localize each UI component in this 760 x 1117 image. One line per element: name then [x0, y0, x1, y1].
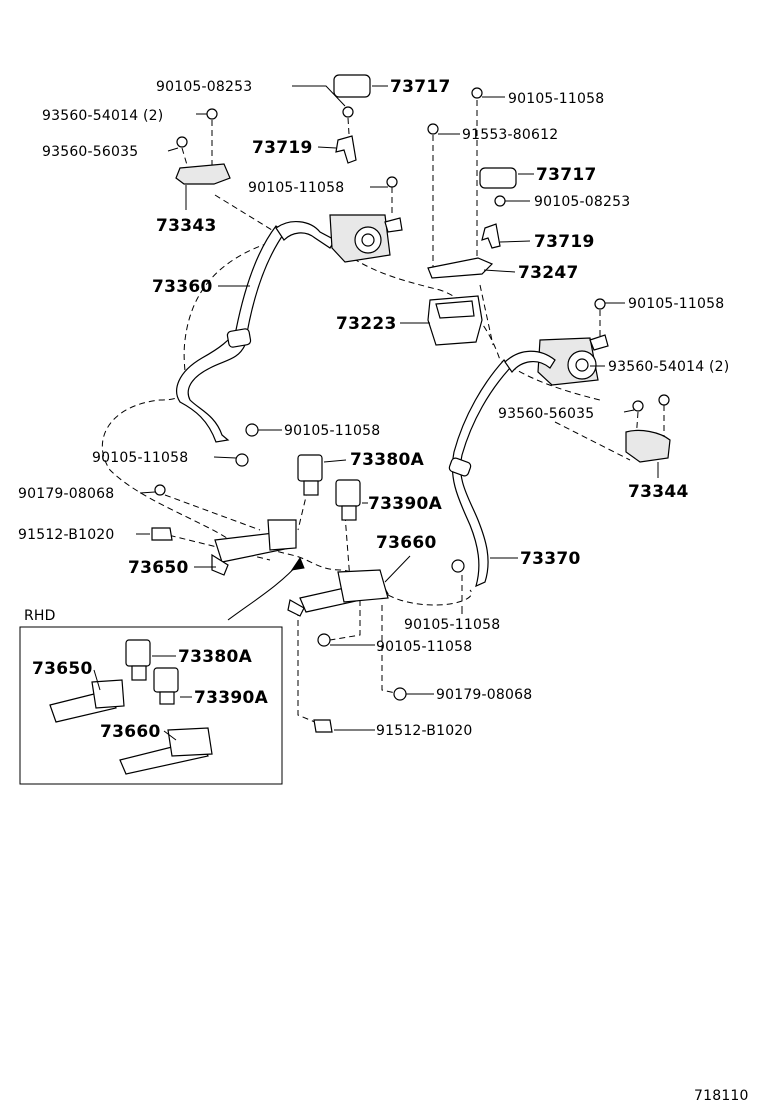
buckle-73390A: [335, 479, 361, 521]
label-73650: 73650: [128, 558, 189, 578]
dashed-lower-left-1: [164, 494, 261, 531]
rhd-anchor-73650: [49, 679, 125, 723]
dashed-buckle-2: [344, 514, 351, 581]
right-belt-73370: [451, 359, 511, 588]
label-90105-11058-lower: 90105-11058: [376, 639, 472, 655]
dashed-link-73344: [554, 421, 631, 461]
label-90105-08253-top: 90105-08253: [156, 79, 252, 95]
label-90105-11058-far-right: 90105-11058: [628, 296, 724, 312]
buckle-73380A: [297, 454, 323, 496]
label-73223: 73223: [336, 314, 397, 334]
label-rhd-73380A: 73380A: [178, 647, 253, 667]
label-73247: 73247: [518, 263, 579, 283]
label-73370: 73370: [520, 549, 581, 569]
dashed-link-73343: [214, 194, 281, 236]
label-rhd-73390A: 73390A: [194, 688, 269, 708]
left-upper-belt-loop: [275, 221, 336, 249]
belt-guide-right: [448, 457, 472, 477]
label-73343: 73343: [156, 216, 217, 236]
guide-73719-left: [335, 135, 357, 164]
dashed-lower-center2: [381, 605, 401, 695]
label-90179-08068-lower: 90179-08068: [436, 687, 532, 703]
label-93560-54014-left: 93560-54014 (2): [42, 108, 163, 124]
label-73380A: 73380A: [350, 450, 425, 470]
dashed-lower-center: [329, 600, 361, 641]
label-90105-08253-right: 90105-08253: [534, 194, 630, 210]
label-93560-56035-left: 93560-56035: [42, 144, 138, 160]
label-90105-11058-topright: 90105-11058: [508, 91, 604, 107]
label-90179-08068-left: 90179-08068: [18, 486, 114, 502]
label-91553-80612: 91553-80612: [462, 127, 558, 143]
label-90105-11058-left: 90105-11058: [92, 450, 188, 466]
dashed-73223: [479, 284, 494, 346]
rhd-box-label: RHD: [24, 608, 56, 624]
rhd-buckle-73390A: [153, 667, 179, 705]
label-91512-B1020-lower: 91512-B1020: [376, 723, 473, 739]
left-retractor-assembly: [329, 214, 403, 263]
label-93560-54014-right: 93560-54014 (2): [608, 359, 729, 375]
rhd-anchor-73660: [119, 727, 213, 775]
anchor-73660: [287, 569, 389, 617]
label-73717-top: 73717: [390, 77, 451, 97]
label-73344: 73344: [628, 482, 689, 502]
label-91512-B1020-left: 91512-B1020: [18, 527, 115, 543]
rhd-arrow: [227, 561, 301, 621]
belt-guide-left: [226, 328, 252, 348]
label-73719-right: 73719: [534, 232, 595, 252]
guide-73719-right: [481, 223, 501, 249]
label-73660: 73660: [376, 533, 437, 553]
dashed-bolt-73717: [347, 117, 351, 151]
right-upper-belt-loop: [504, 350, 556, 373]
label-73390A: 73390A: [368, 494, 443, 514]
anchor-73344: [625, 429, 671, 463]
anchor-73343: [175, 163, 231, 185]
label-90105-11058-mid: 90105-11058: [248, 180, 344, 196]
anchor-73650: [211, 519, 297, 576]
label-rhd-73660: 73660: [100, 722, 161, 742]
dashed-lower-center3: [297, 610, 323, 726]
rhd-arrow-head: [290, 556, 305, 571]
label-rhd-73650: 73650: [32, 659, 93, 679]
label-73717-right: 73717: [536, 165, 597, 185]
leader-lines: [93, 85, 659, 741]
diagram-id: 718110: [694, 1088, 749, 1104]
bolt-icon-group: [151, 87, 670, 733]
label-73719-left: 73719: [252, 138, 313, 158]
dashed-buckle-1: [297, 479, 311, 531]
cover-73717-right: [479, 167, 517, 189]
bracket-73247: [427, 257, 494, 279]
rhd-buckle-73380A: [125, 639, 151, 681]
label-73360: 73360: [152, 277, 213, 297]
label-90105-11058-lower-right: 90105-11058: [404, 617, 500, 633]
cover-73717-top: [333, 74, 371, 98]
cover-73223: [427, 295, 483, 346]
rhd-box: [19, 626, 283, 785]
label-93560-56035-right: 93560-56035: [498, 406, 594, 422]
right-retractor-assembly: [537, 334, 609, 386]
label-90105-11058-belt: 90105-11058: [284, 423, 380, 439]
